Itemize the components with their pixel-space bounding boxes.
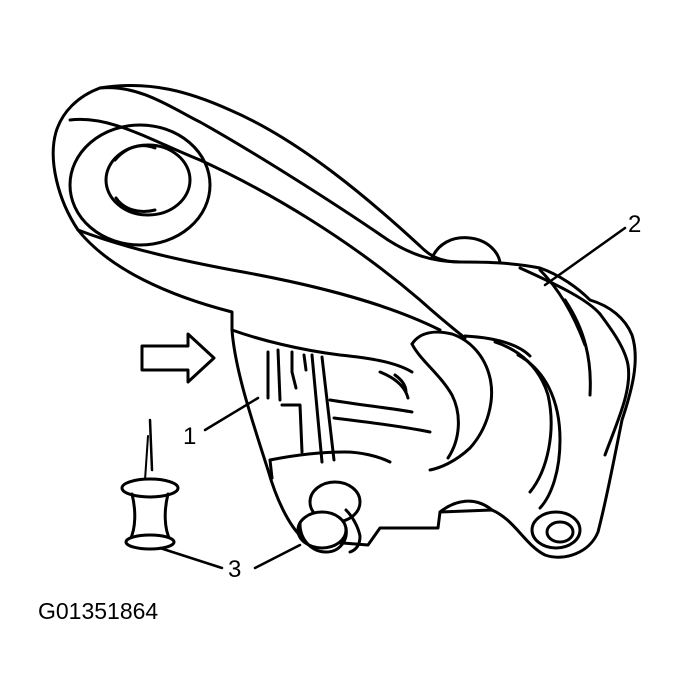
insulator-part — [230, 328, 432, 480]
pin-part — [296, 480, 362, 554]
leader-line-1 — [203, 396, 260, 432]
callout-label-1: 1 — [183, 423, 197, 450]
callout-label-3: 3 — [228, 556, 242, 583]
callout-label-2: 2 — [628, 211, 642, 238]
leader-lines — [158, 226, 627, 570]
leader-line-3b — [158, 546, 224, 570]
pushpin-icon — [120, 418, 180, 551]
figure-id: G01351864 — [38, 598, 159, 624]
arrow-right-icon — [140, 332, 216, 384]
leader-line-3a — [253, 543, 302, 570]
bracket-body — [51, 84, 637, 559]
leader-line-2 — [543, 226, 627, 287]
